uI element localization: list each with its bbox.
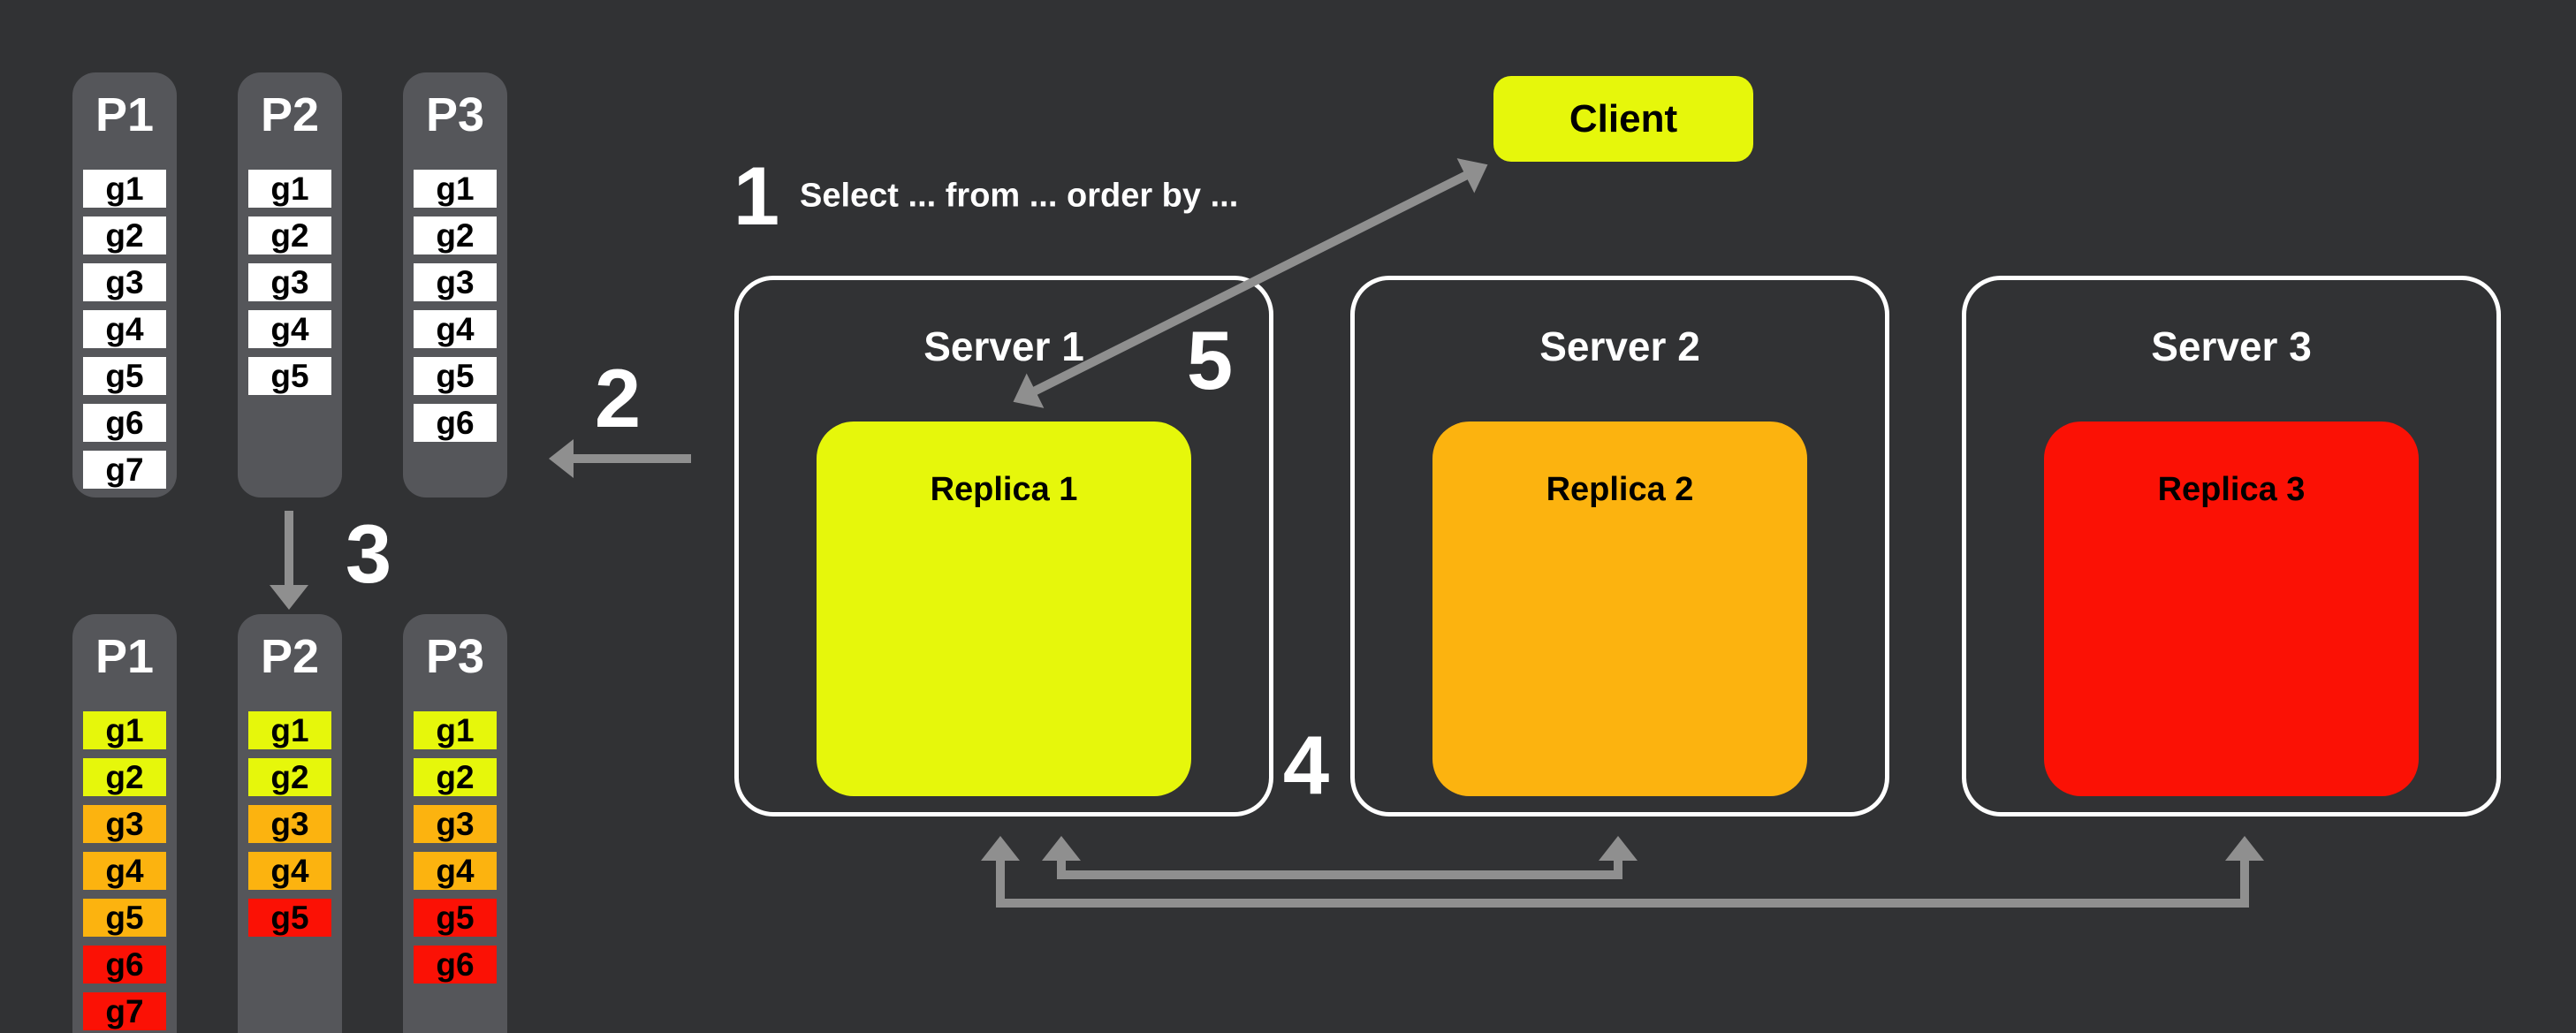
replica-1-label: Replica 1: [930, 471, 1078, 508]
partition-column-sorted-p1: P1 g1 g2 g3 g4 g5 g6 g7: [72, 614, 177, 1033]
partition-label-p1: P1: [95, 630, 155, 683]
partition-cell-g5: g5: [83, 899, 166, 937]
partition-cell-g3: g3: [248, 263, 331, 301]
partition-cell-g2: g2: [414, 216, 497, 254]
partition-cell-g1: g1: [414, 711, 497, 749]
partition-cell-g2: g2: [83, 758, 166, 796]
partition-cell-g5: g5: [248, 899, 331, 937]
partition-column-unsorted-p2: P2 g1 g2 g3 g4 g5: [238, 72, 342, 498]
client-box: Client: [1493, 76, 1753, 162]
partition-column-unsorted-p3: P3 g1 g2 g3 g4 g5 g6: [403, 72, 507, 498]
partition-cell-g1: g1: [414, 170, 497, 208]
partition-cell-g7: g7: [83, 451, 166, 489]
query-text: Select ... from ... order by ...: [800, 177, 1239, 215]
partition-cell-g6: g6: [83, 404, 166, 442]
partition-cell-g4: g4: [248, 310, 331, 348]
partition-cell-g4: g4: [248, 852, 331, 890]
partition-label-p2: P2: [260, 88, 320, 141]
partition-label-p3: P3: [425, 630, 485, 683]
replica-2-box: Replica 2: [1432, 422, 1807, 796]
server-3-box: Server 3 Replica 3: [1962, 276, 2501, 817]
step-3-number: 3: [345, 507, 392, 600]
replica-3-label: Replica 3: [2157, 471, 2306, 508]
partition-cell-g5: g5: [83, 357, 166, 395]
replica-2-label: Replica 2: [1546, 471, 1694, 508]
partition-column-unsorted-p1: P1 g1 g2 g3 g4 g5 g6 g7: [72, 72, 177, 498]
partition-cell-g6: g6: [414, 404, 497, 442]
partition-cell-g4: g4: [83, 852, 166, 890]
server-2-label: Server 2: [1539, 323, 1700, 369]
client-label: Client: [1569, 96, 1678, 141]
replica-1-box: Replica 1: [817, 422, 1191, 796]
step-2-number: 2: [594, 352, 642, 444]
partition-cell-g1: g1: [248, 170, 331, 208]
partition-cell-g6: g6: [83, 946, 166, 984]
partition-cell-g5: g5: [414, 899, 497, 937]
partition-cell-g4: g4: [414, 310, 497, 348]
server-2-box: Server 2 Replica 2: [1350, 276, 1889, 817]
partition-label-p2: P2: [260, 630, 320, 683]
partition-cell-g2: g2: [83, 216, 166, 254]
partition-cell-g6: g6: [414, 946, 497, 984]
partition-cell-g4: g4: [414, 852, 497, 890]
server-3-label: Server 3: [2151, 323, 2312, 369]
step-4-number: 4: [1282, 718, 1330, 811]
step4-arrow-server1-server3: [980, 836, 2264, 908]
partition-cell-g3: g3: [414, 805, 497, 843]
partition-cell-g2: g2: [248, 216, 331, 254]
partition-cell-g3: g3: [248, 805, 331, 843]
partition-cell-g2: g2: [414, 758, 497, 796]
partition-cell-g5: g5: [414, 357, 497, 395]
partition-label-p3: P3: [425, 88, 485, 141]
partition-cell-g1: g1: [248, 711, 331, 749]
partition-cell-g3: g3: [83, 805, 166, 843]
step-1-number: 1: [733, 149, 780, 242]
partition-cell-g7: g7: [83, 992, 166, 1030]
partition-cell-g2: g2: [248, 758, 331, 796]
partition-cell-g5: g5: [248, 357, 331, 395]
step4-arrow-server1-server2: [1041, 836, 1638, 879]
server-1-box: Server 1 Replica 1: [734, 276, 1273, 817]
partition-cell-g1: g1: [83, 170, 166, 208]
partition-cell-g4: g4: [83, 310, 166, 348]
partition-label-p1: P1: [95, 88, 155, 141]
partition-cell-g3: g3: [83, 263, 166, 301]
partition-column-sorted-p3: P3 g1 g2 g3 g4 g5 g6: [403, 614, 507, 1033]
partition-column-sorted-p2: P2 g1 g2 g3 g4 g5: [238, 614, 342, 1033]
partition-cell-g1: g1: [83, 711, 166, 749]
step-5-number: 5: [1186, 314, 1234, 406]
partition-cell-g3: g3: [414, 263, 497, 301]
replica-3-box: Replica 3: [2044, 422, 2419, 796]
